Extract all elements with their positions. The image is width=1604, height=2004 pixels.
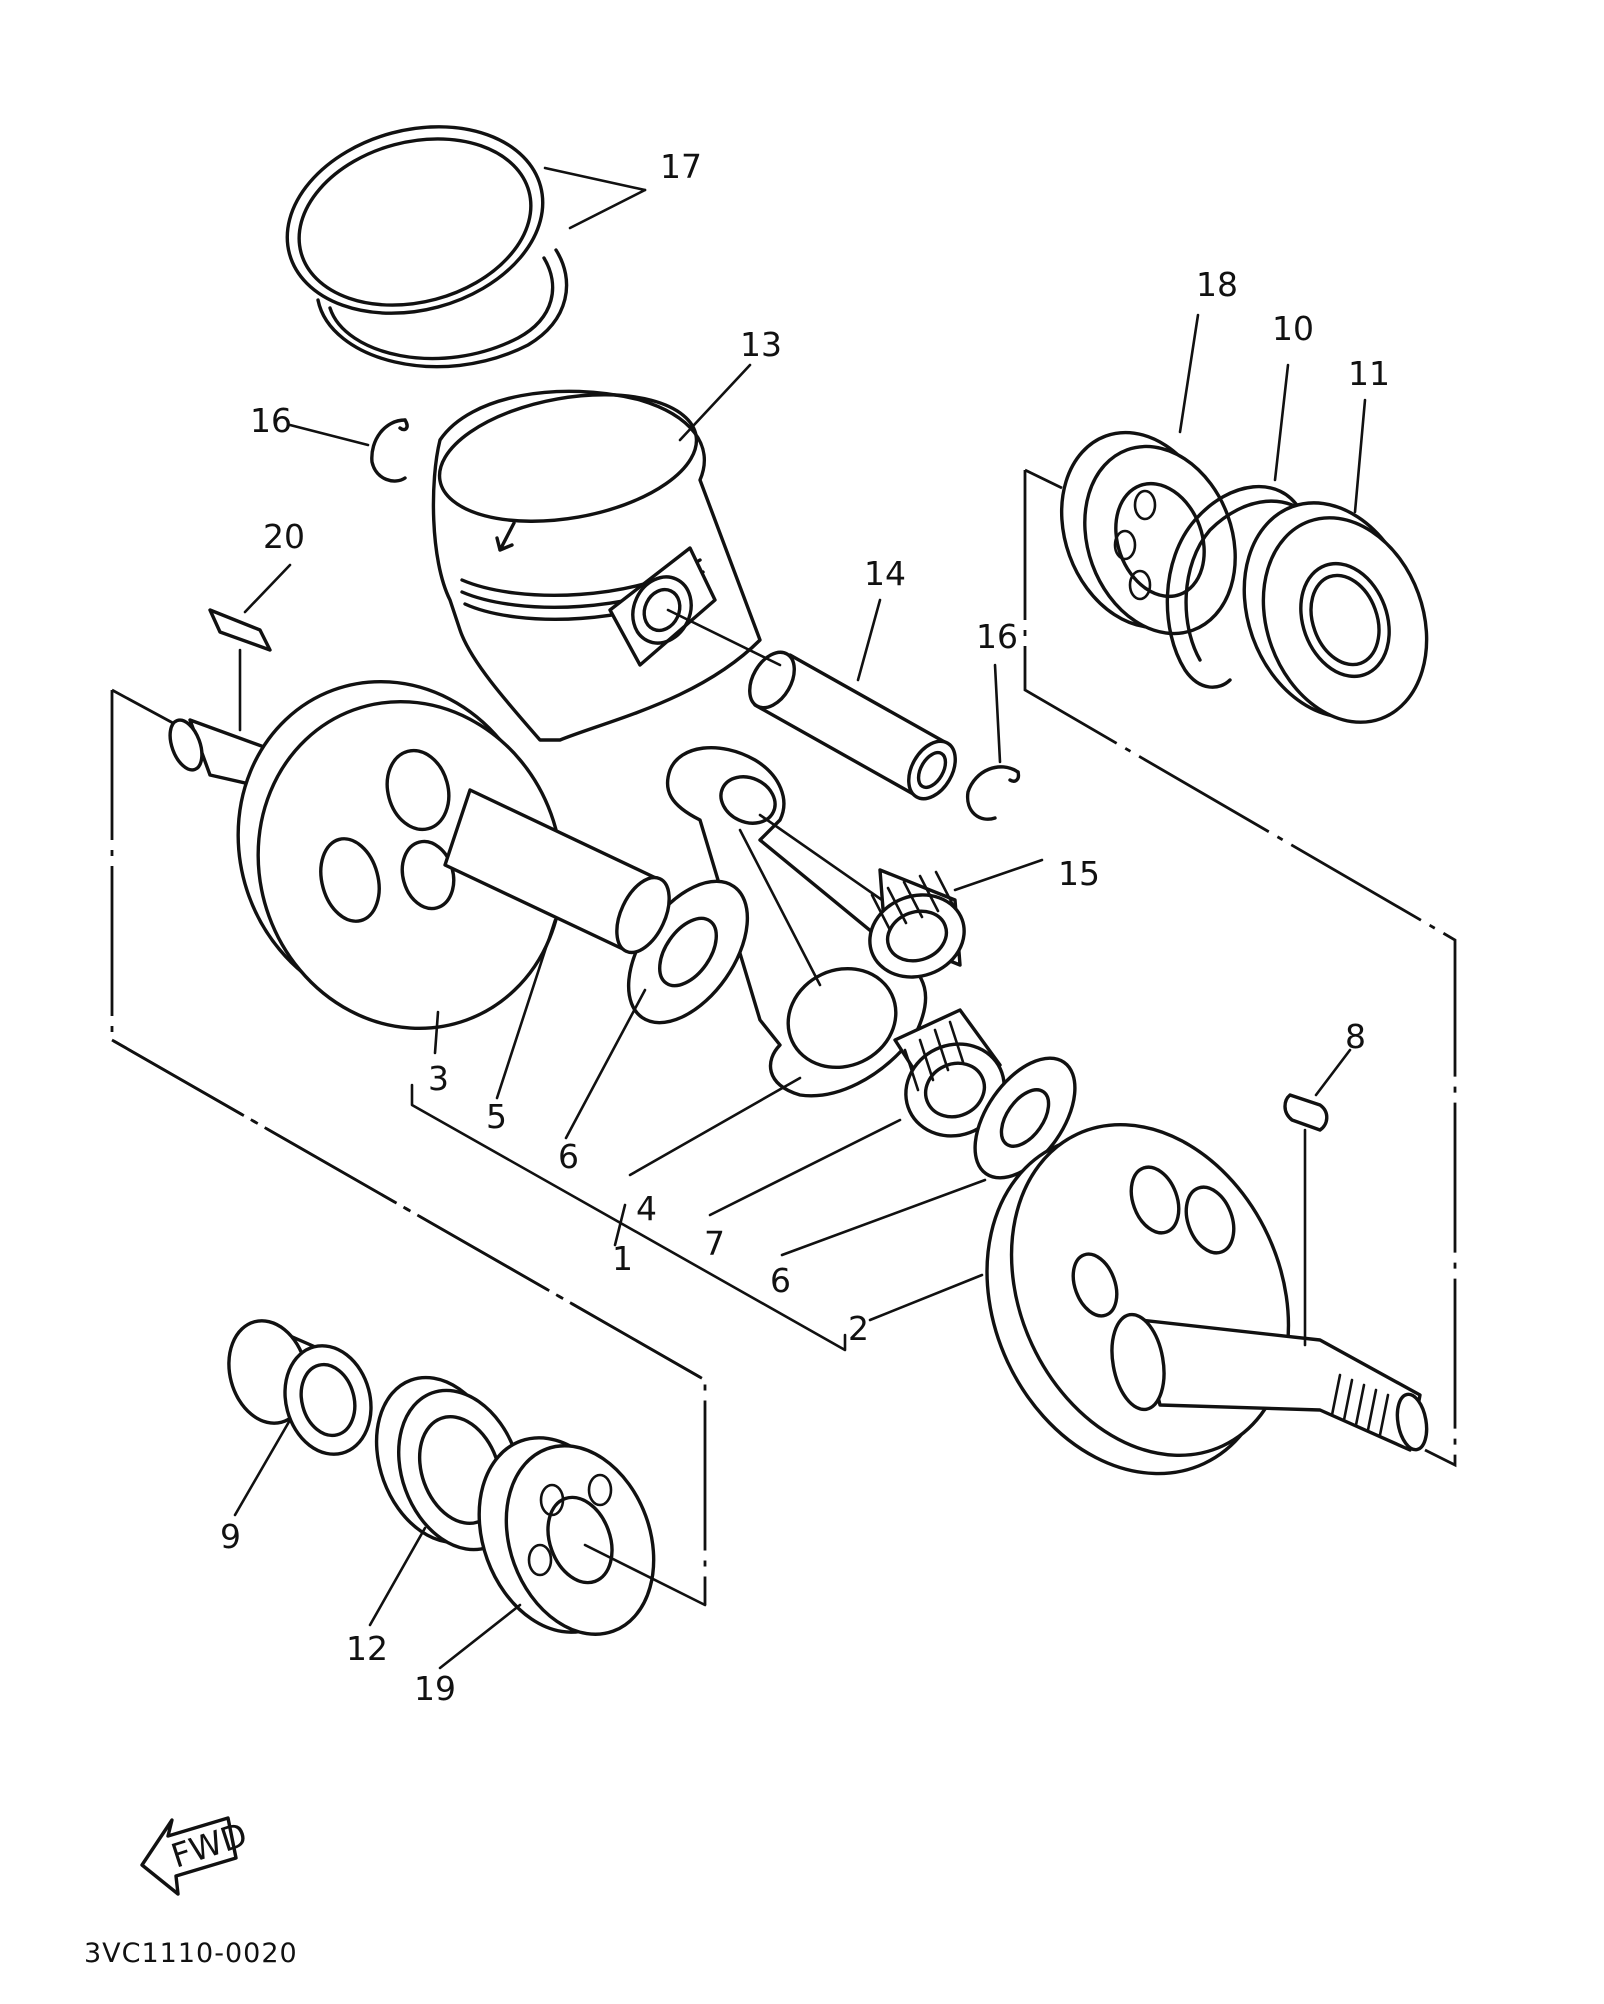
main-bearing-18 [1059,430,1237,636]
group-frame-right [1023,468,1457,1468]
main-bearing-19 [477,1436,707,1636]
needle-bearing-12 [374,1375,523,1552]
callout-9: 9 [220,1517,241,1556]
piston [431,389,762,742]
crank-half-left [168,679,564,1031]
circlip-right [965,765,1021,821]
callout-labels: 1 2 3 4 5 6 6 7 8 9 10 11 12 13 14 15 16… [220,147,1390,1708]
big-end-bearing [893,1008,1006,1138]
callout-8: 8 [1345,1017,1366,1056]
key-20 [208,608,272,732]
callout-19: 19 [414,1669,456,1708]
callout-15: 15 [1058,854,1100,893]
callout-17: 17 [660,147,702,186]
washer-right [973,1056,1077,1180]
drawing-code: 3VC1110-0020 [84,1938,298,1969]
callout-16-left: 16 [250,401,292,440]
callout-1: 1 [612,1239,633,1278]
crank-half-right [985,1123,1429,1476]
callout-12: 12 [346,1629,388,1668]
callout-18: 18 [1196,265,1238,304]
piston-rings [285,125,569,369]
callout-3: 3 [428,1059,449,1098]
callout-13: 13 [740,325,782,364]
small-end-bearing [758,813,966,979]
callout-10: 10 [1272,309,1314,348]
oil-seal-11 [1242,501,1429,724]
crank-pin [443,788,671,955]
collar-9 [227,1319,373,1456]
callout-14: 14 [864,554,906,593]
woodruff-key-8 [1283,1093,1329,1347]
callout-7: 7 [704,1224,725,1263]
callout-4: 4 [636,1189,657,1228]
fwd-direction-badge: FWD [140,1815,252,1896]
group-bracket-crank-assembly [410,1083,847,1352]
callout-20: 20 [263,517,305,556]
group-frame-bearings [111,1038,707,1605]
leader-lines [233,166,1367,1670]
callout-6-right: 6 [770,1261,791,1300]
circlip-left [370,418,409,483]
callout-6-left: 6 [558,1137,579,1176]
callout-11: 11 [1348,354,1390,393]
circlip-10 [1165,485,1314,689]
callout-5: 5 [486,1097,507,1136]
callout-16-right: 16 [976,617,1018,656]
callout-2: 2 [848,1309,869,1348]
piston-pin [666,608,957,801]
